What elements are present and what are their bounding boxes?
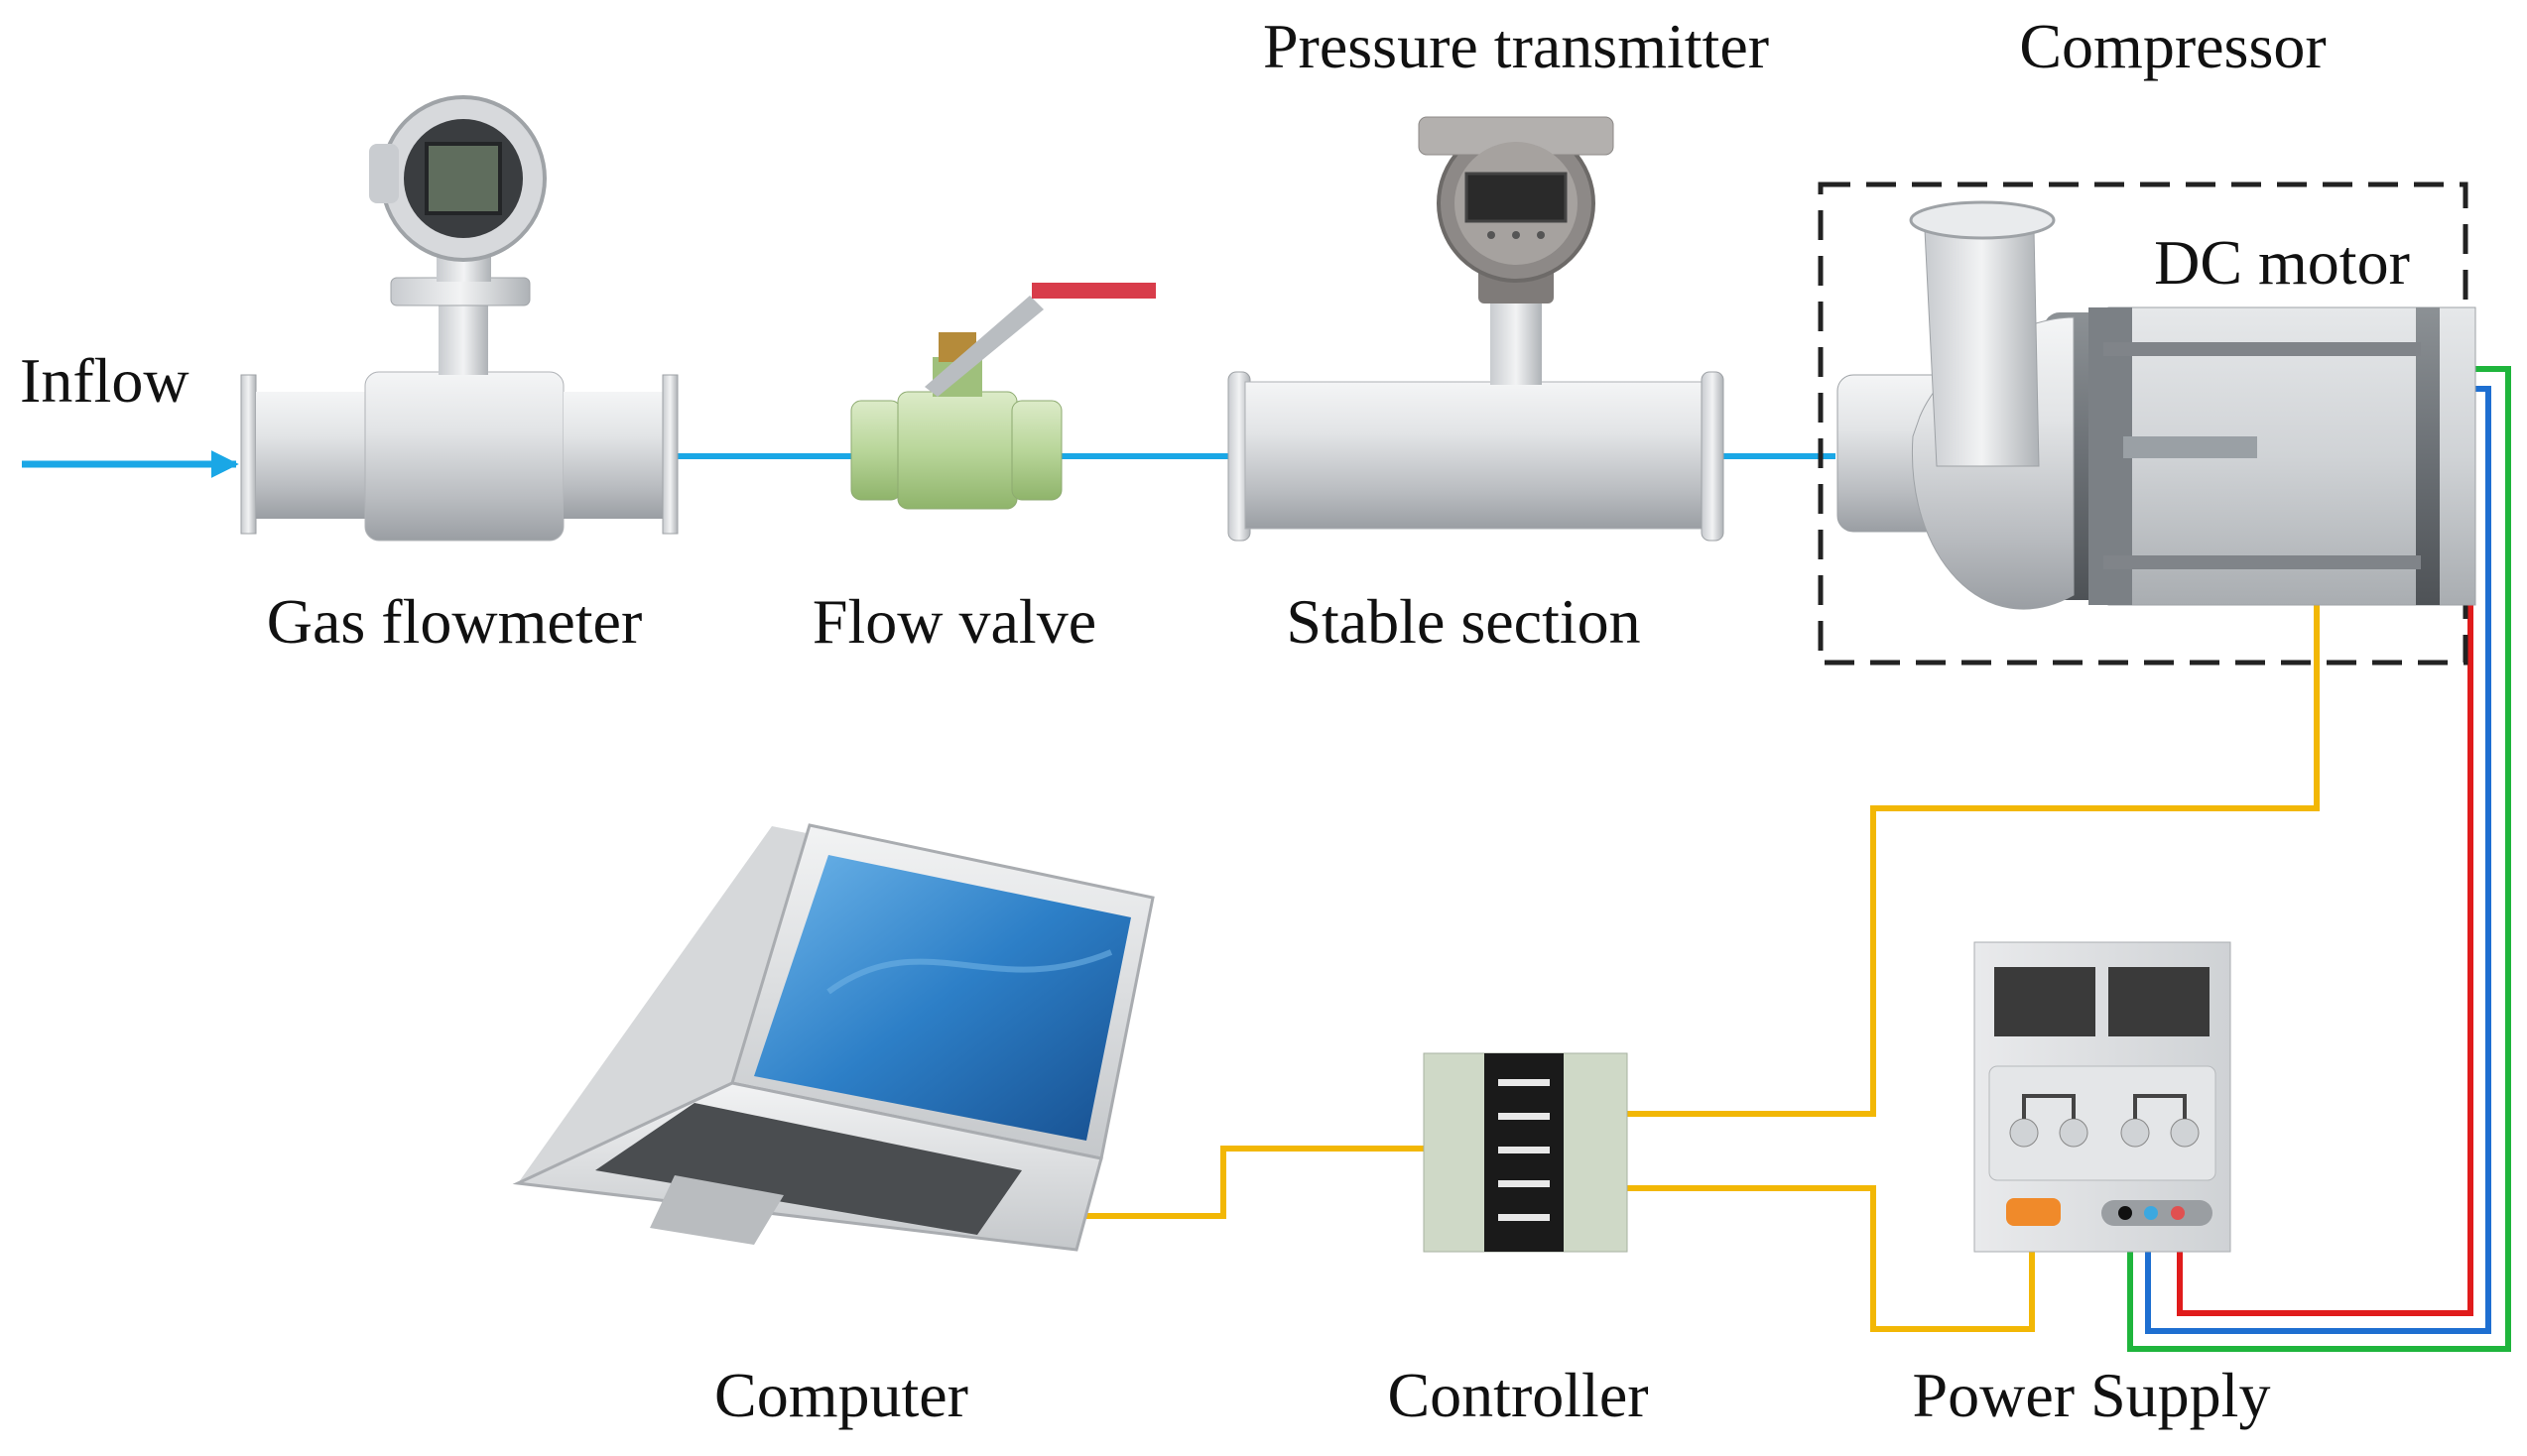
compressor-group: [1818, 182, 2476, 666]
label-dc-motor: DC motor: [2154, 227, 2410, 298]
label-inflow: Inflow: [20, 345, 190, 416]
wire-green: [2127, 366, 2511, 1352]
centrifugal-compressor-icon: [1836, 200, 2476, 610]
pipe-section-icon: [1227, 371, 1724, 542]
laptop-icon: [512, 823, 1155, 1252]
signal-wires: [1057, 603, 2320, 1332]
label-controller: Controller: [1387, 1360, 1648, 1430]
label-gas-flowmeter: Gas flowmeter: [267, 586, 643, 657]
gas-flowmeter-icon: [240, 95, 679, 542]
label-power-supply: Power Supply: [1913, 1360, 2271, 1430]
label-compressor: Compressor: [2019, 11, 2326, 81]
power-supply-icon: [1973, 941, 2231, 1253]
pressure-transmitter-icon: [1418, 116, 1614, 385]
gas-flow-line: [22, 450, 1835, 478]
label-flow-valve: Flow valve: [813, 586, 1096, 657]
label-stable-section: Stable section: [1286, 586, 1640, 657]
label-computer: Computer: [714, 1360, 968, 1430]
controller-icon: [1423, 1052, 1628, 1253]
ball-valve-icon: [850, 283, 1156, 510]
label-pressure-transmitter: Pressure transmitter: [1263, 11, 1769, 81]
